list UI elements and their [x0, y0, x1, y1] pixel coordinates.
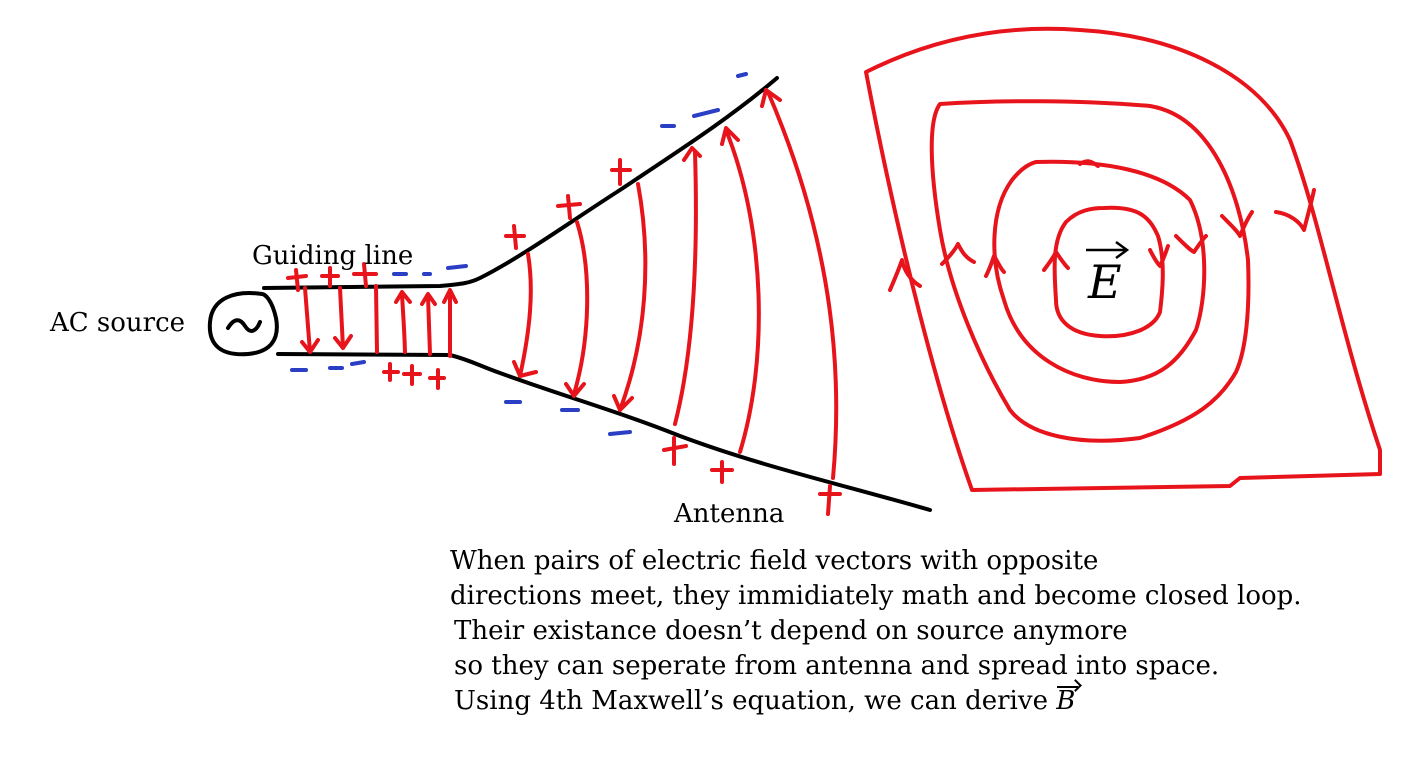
- e-vector-symbol: E: [1086, 240, 1130, 309]
- loop-inner: [1052, 205, 1165, 339]
- caption-line-last: Using 4th Maxwell’s equation, we can der…: [450, 684, 1350, 719]
- ac-source-label: AC source: [49, 308, 185, 338]
- caption-line: Their existance doesn’t depend on source…: [454, 616, 1128, 646]
- loop-third: [992, 159, 1207, 384]
- b-vector-symbol: B: [1056, 684, 1079, 719]
- closed-field-loops: [864, 26, 1382, 492]
- negative-charges: [290, 72, 748, 436]
- caption-last-text: Using 4th Maxwell’s equation, we can der…: [454, 686, 1048, 716]
- ac-source-wave-icon: [226, 318, 262, 333]
- antenna-field-arrows: [512, 88, 839, 480]
- caption-line: directions meet, they immidiately math a…: [450, 581, 1302, 611]
- positive-charges: [286, 158, 842, 516]
- ac-source-circle: [207, 291, 279, 357]
- loop-second: [929, 99, 1251, 443]
- guiding-line-bottom: [276, 352, 932, 512]
- guiding-field-arrows: [300, 284, 458, 358]
- loop-outer: [864, 26, 1382, 492]
- antenna-label: Antenna: [673, 499, 784, 529]
- caption-block: When pairs of electric field vectors wit…: [450, 544, 1350, 719]
- caption-line: so they can seperate from antenna and sp…: [454, 651, 1220, 681]
- e-symbol: E: [1087, 255, 1122, 309]
- guiding-line-top: [262, 76, 779, 290]
- caption-line: When pairs of electric field vectors wit…: [450, 546, 1099, 576]
- guiding-line-label: Guiding line: [252, 241, 413, 271]
